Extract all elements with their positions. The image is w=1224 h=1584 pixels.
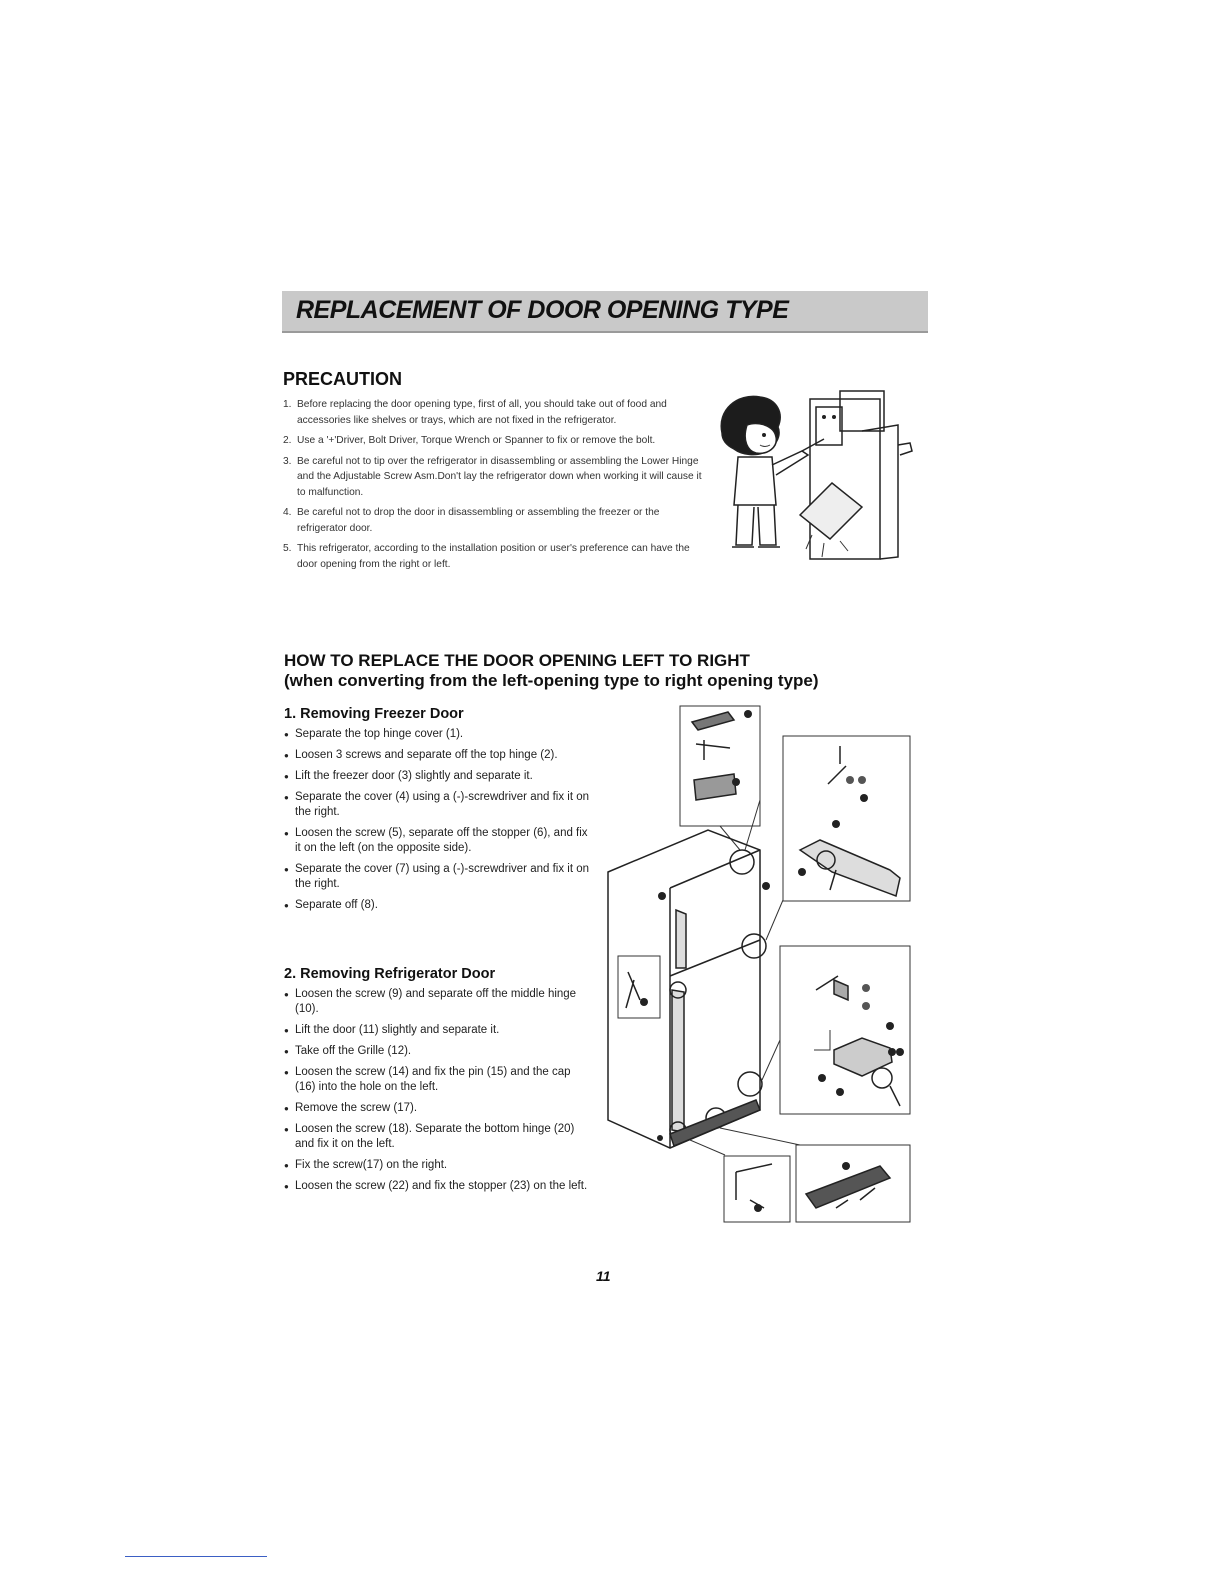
list-item: Separate the top hinge cover (1). [284,727,589,742]
how-to-title-line2: (when converting from the left-opening t… [284,671,819,690]
list-item: Loosen the screw (18). Separate the bott… [284,1122,589,1152]
list-item: Take off the Grille (12). [284,1044,589,1059]
list-item: Loosen 3 screws and separate off the top… [284,748,589,763]
freezer-steps: Separate the top hinge cover (1). Loosen… [284,727,589,919]
how-to-title-line1: HOW TO REPLACE THE DOOR OPENING LEFT TO … [284,651,750,670]
list-item: Loosen the screw (5), separate off the s… [284,826,589,856]
list-item: Fix the screw(17) on the right. [284,1158,589,1173]
side-cover-detail-box [617,955,661,1019]
refrigerator-steps: Loosen the screw (9) and separate off th… [284,987,589,1200]
precaution-item: 1.Before replacing the door opening type… [283,399,667,426]
page-title: REPLACEMENT OF DOOR OPENING TYPE [296,296,789,324]
page-number: 11 [596,1268,611,1284]
freezer-heading: 1. Removing Freezer Door [284,706,464,722]
list-item: Separate the cover (7) using a (-)-screw… [284,862,589,892]
title-bar: REPLACEMENT OF DOOR OPENING TYPE [282,291,928,333]
list-item: Loosen the screw (14) and fix the pin (1… [284,1065,589,1095]
bottom-hinge-detail-box [779,945,911,1115]
how-to-title: HOW TO REPLACE THE DOOR OPENING LEFT TO … [284,651,819,691]
precaution-illustration [720,390,913,560]
precaution-item: 2.Use a '+'Driver, Bolt Driver, Torque W… [283,435,656,446]
list-item: Separate the cover (4) using a (-)-screw… [284,790,589,820]
list-item: Loosen the screw (9) and separate off th… [284,987,589,1017]
precaution-item: 5.This refrigerator, according to the in… [283,543,690,570]
list-item: Loosen the screw (22) and fix the stoppe… [284,1179,589,1194]
list-item: Lift the freezer door (3) slightly and s… [284,769,589,784]
footnote-line [125,1556,267,1557]
refrigerator-heading: 2. Removing Refrigerator Door [284,966,496,982]
list-item: Remove the screw (17). [284,1101,589,1116]
middle-hinge-detail-box [782,735,911,902]
precaution-item: 4.Be careful not to drop the door in dis… [283,507,660,534]
list-item: Lift the door (11) slightly and separate… [284,1023,589,1038]
precaution-item: 3.Be careful not to tip over the refrige… [283,455,702,498]
grille-detail-box [795,1144,911,1223]
precaution-list: 1.Before replacing the door opening type… [283,397,703,577]
list-item: Separate off (8). [284,898,589,913]
precaution-heading: PRECAUTION [283,369,403,389]
screw-detail-box [723,1155,791,1223]
door-disassembly-diagram [607,705,911,1223]
